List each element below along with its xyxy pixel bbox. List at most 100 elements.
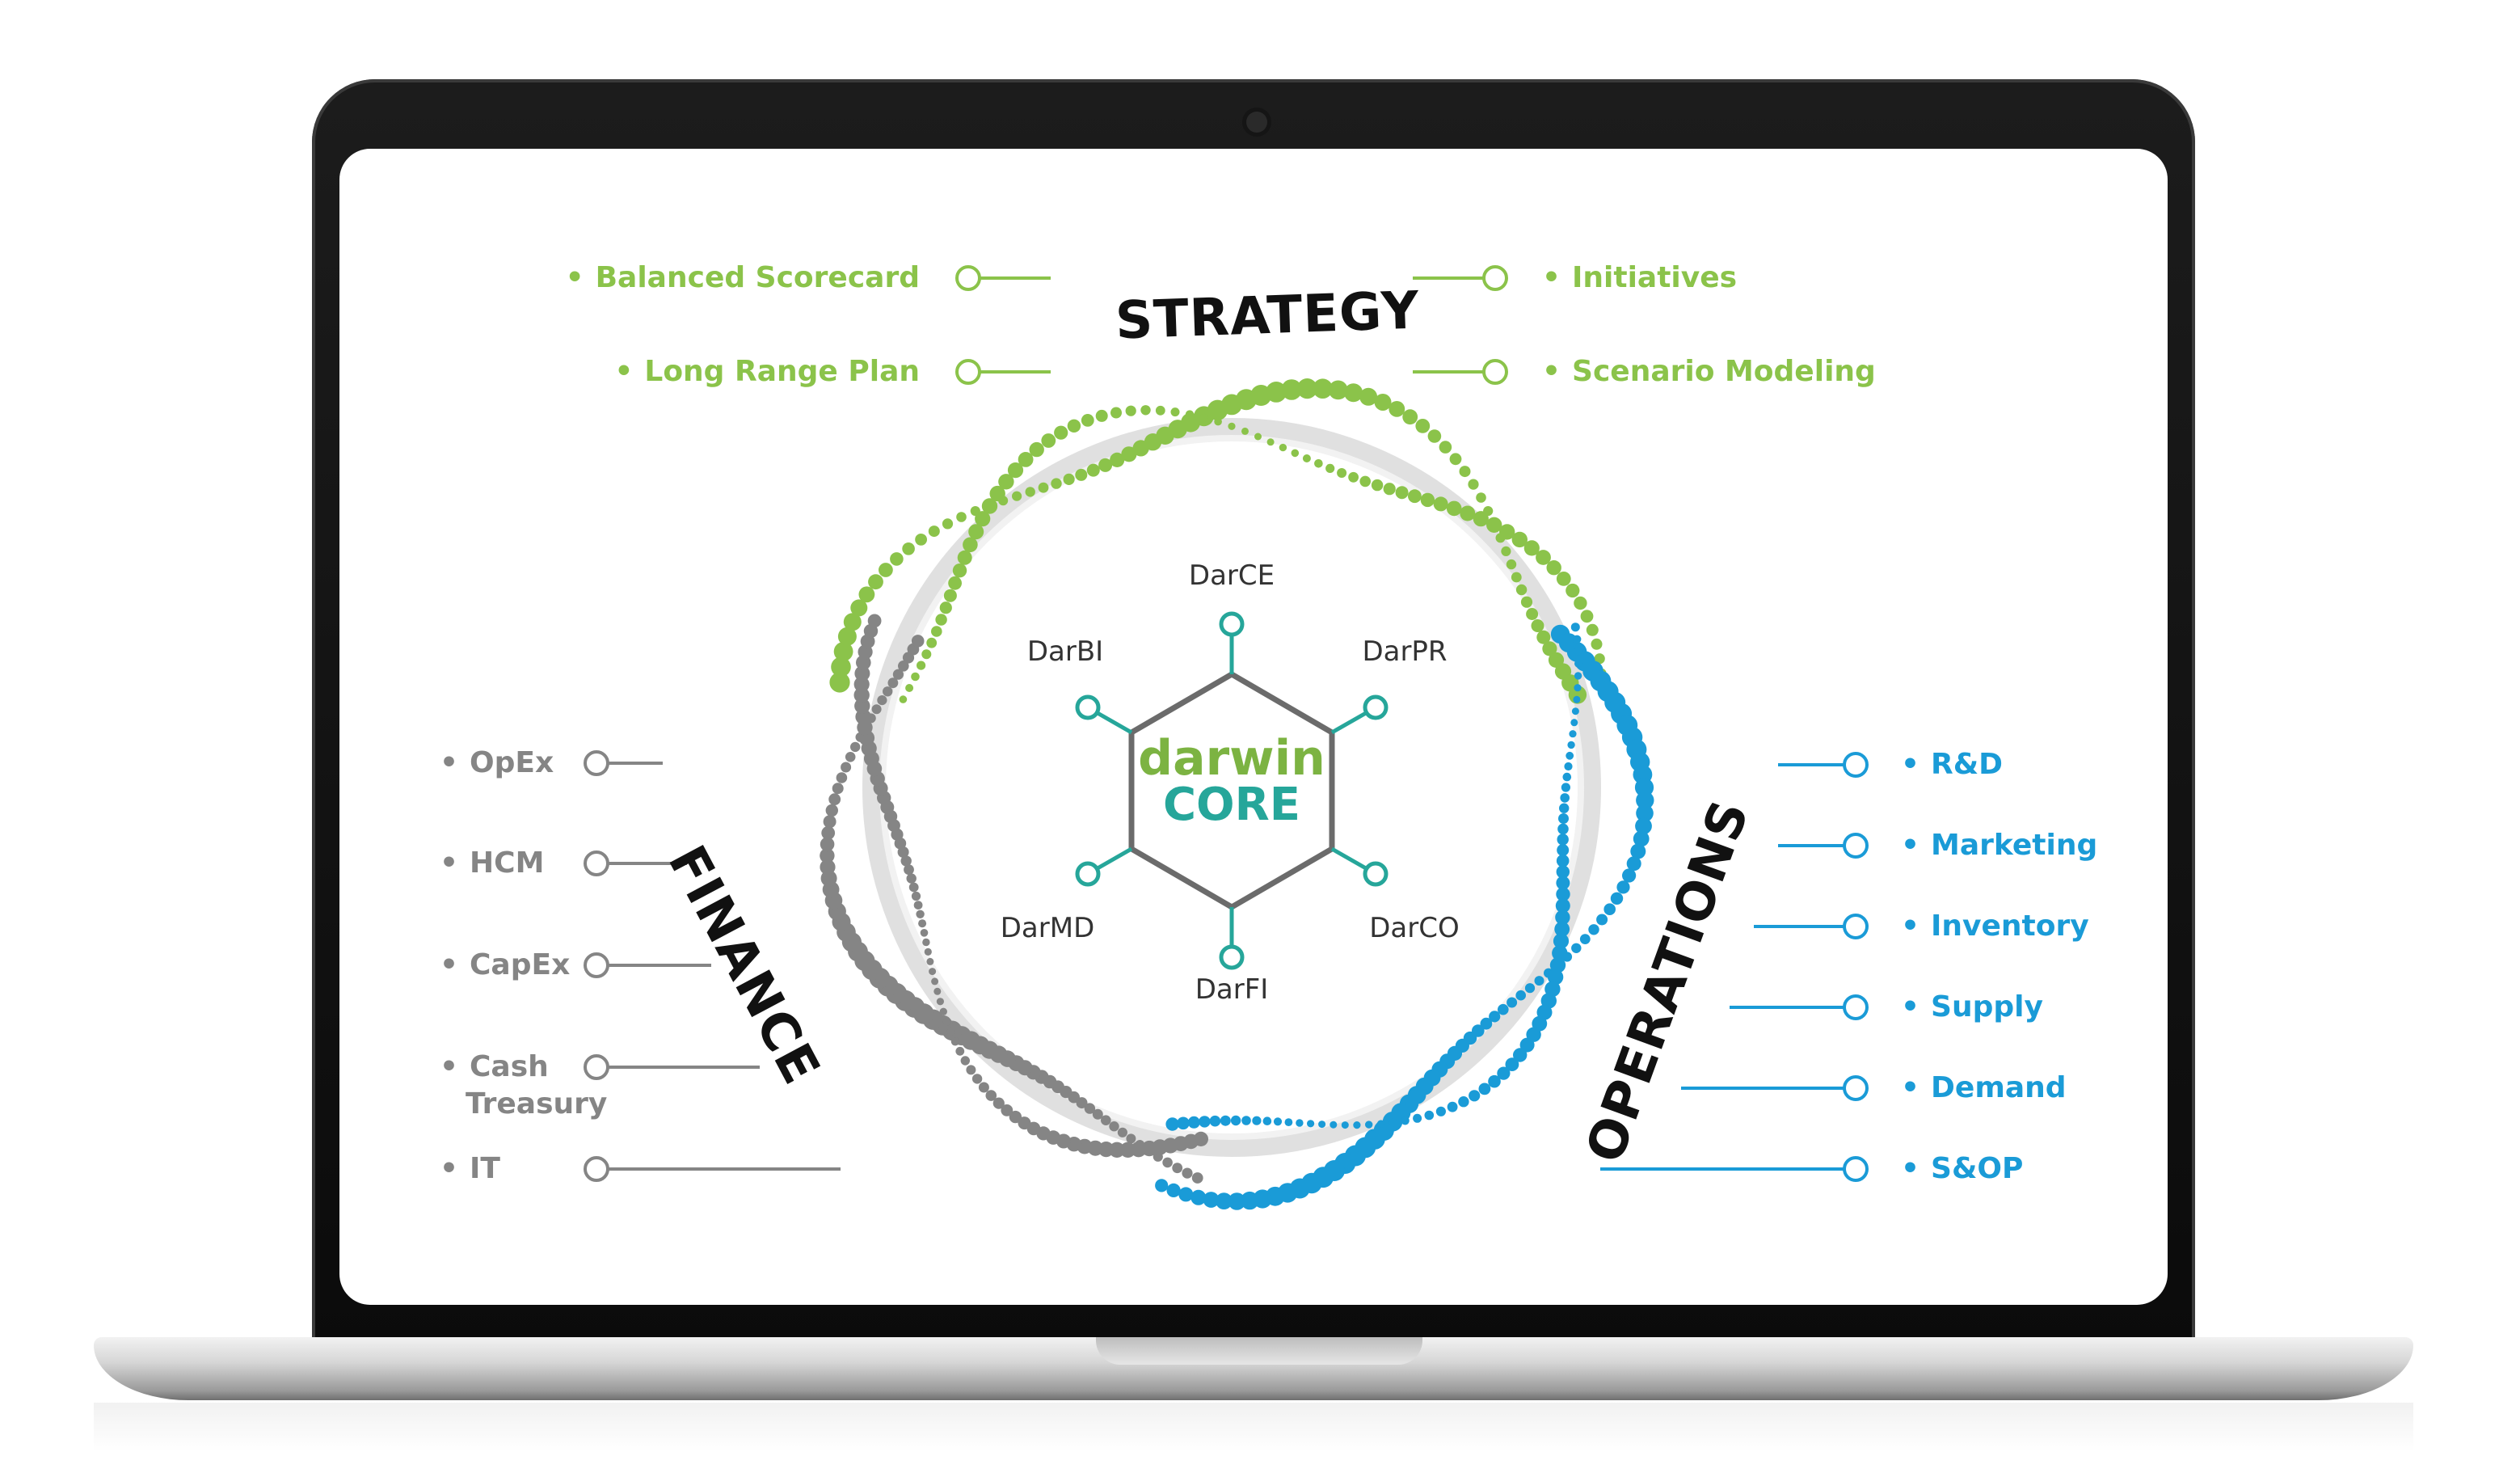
ring-dot bbox=[1501, 546, 1511, 556]
ring-dot bbox=[1478, 1083, 1491, 1095]
ring-dot bbox=[1574, 596, 1587, 610]
ring-dot bbox=[1534, 976, 1544, 986]
ring-dot bbox=[1574, 672, 1582, 680]
ring-dot bbox=[1009, 1110, 1022, 1124]
ring-dot bbox=[975, 511, 991, 527]
strategy-item-long-range-plan: •Long Range Plan bbox=[614, 355, 920, 388]
section-title-strategy: STRATEGY bbox=[1114, 281, 1421, 352]
ring-dot bbox=[841, 762, 852, 773]
ring-dot bbox=[1586, 623, 1599, 636]
ring-dot bbox=[1622, 868, 1637, 883]
ring-dot bbox=[1273, 1117, 1283, 1126]
ring-dot bbox=[1536, 550, 1551, 565]
ring-dot bbox=[1569, 730, 1577, 738]
ring-dot bbox=[946, 1028, 955, 1036]
ring-dot bbox=[1488, 1074, 1501, 1088]
ring-dot bbox=[1025, 487, 1035, 497]
ring-dot bbox=[1063, 473, 1075, 485]
ring-dot bbox=[1513, 1048, 1528, 1062]
operations-item-snop: •S&OP bbox=[1901, 1152, 2024, 1185]
ring-dot bbox=[1520, 596, 1533, 608]
ring-dot bbox=[1636, 791, 1654, 810]
ring-dot bbox=[1505, 1057, 1519, 1071]
ring-dot bbox=[850, 741, 861, 753]
ring-dot bbox=[1523, 540, 1540, 556]
ring-dot bbox=[956, 512, 967, 522]
ring-dot bbox=[1591, 638, 1603, 650]
ring-dot bbox=[1570, 623, 1580, 632]
ring-dot bbox=[1190, 1189, 1207, 1205]
strategy-item-scenario-modeling: •Scenario Modeling bbox=[1542, 355, 1876, 388]
ring-dot bbox=[883, 686, 893, 697]
ring-dot bbox=[917, 661, 926, 670]
operations-item-marketing: •Marketing bbox=[1901, 829, 2098, 862]
ring-dot bbox=[820, 848, 835, 863]
ring-dot bbox=[892, 669, 904, 680]
ring-dot bbox=[1556, 855, 1570, 867]
ring-dot bbox=[1536, 630, 1551, 644]
ring-dot bbox=[1029, 441, 1044, 458]
ring-dot bbox=[1424, 1110, 1435, 1121]
ring-dot bbox=[1341, 1121, 1349, 1129]
ring-dot bbox=[1460, 505, 1476, 521]
finance-connectors bbox=[584, 750, 841, 1182]
ring-dot bbox=[1476, 492, 1486, 503]
ring-dot bbox=[939, 1007, 947, 1016]
ring-dot bbox=[1459, 466, 1471, 478]
ring-dot bbox=[1187, 1116, 1200, 1129]
operations-dotted-ring bbox=[1155, 623, 1654, 1210]
ring-dot bbox=[836, 772, 848, 783]
ring-dot bbox=[948, 576, 962, 590]
ring-dot bbox=[1557, 844, 1570, 856]
ring-dot bbox=[1616, 880, 1630, 894]
ring-dot bbox=[1515, 990, 1526, 1001]
ring-dot bbox=[1318, 1121, 1326, 1129]
ring-dot bbox=[1574, 660, 1582, 668]
ring-dot bbox=[1126, 1133, 1136, 1144]
ring-dot bbox=[985, 1090, 997, 1101]
ring-dot bbox=[825, 804, 838, 817]
ring-dot bbox=[1075, 468, 1088, 481]
operations-item-supply: •Supply bbox=[1901, 990, 2043, 1024]
ring-dot bbox=[1552, 945, 1568, 961]
ring-dot bbox=[843, 613, 862, 631]
ring-dot bbox=[942, 518, 954, 530]
ring-dot bbox=[1556, 876, 1570, 890]
ring-dot bbox=[1313, 378, 1333, 399]
ring-dot bbox=[828, 793, 841, 806]
ring-dot bbox=[1473, 511, 1489, 527]
ring-dot bbox=[1101, 1115, 1111, 1125]
ring-dot bbox=[952, 563, 967, 578]
ring-dot bbox=[1279, 443, 1287, 452]
ring-dot bbox=[942, 1017, 951, 1026]
ring-dot bbox=[1086, 463, 1100, 477]
module-darco: DarCO bbox=[1369, 912, 1460, 944]
ring-dot bbox=[921, 649, 932, 660]
ring-dot bbox=[957, 550, 972, 565]
ring-dot bbox=[1371, 479, 1384, 492]
ring-dot bbox=[1018, 452, 1034, 467]
ring-dot bbox=[1447, 1101, 1458, 1112]
ring-dot bbox=[1486, 517, 1502, 533]
ring-dot bbox=[1307, 1120, 1315, 1128]
ring-dot bbox=[939, 601, 952, 614]
ring-dot bbox=[1579, 934, 1591, 944]
finance-dotted-ring bbox=[820, 614, 1208, 1184]
ring-dot bbox=[821, 825, 836, 840]
ring-dot bbox=[963, 537, 978, 553]
ring-dot bbox=[1117, 1127, 1127, 1137]
ring-dot bbox=[1353, 1121, 1361, 1129]
ring-dot bbox=[1573, 635, 1582, 644]
ring-dot bbox=[1110, 452, 1125, 467]
ring-dot bbox=[900, 855, 912, 867]
ring-dot bbox=[853, 687, 870, 703]
ring-dot bbox=[1266, 382, 1287, 403]
ring-dot bbox=[1556, 865, 1570, 879]
ring-dot bbox=[1458, 1096, 1469, 1108]
strategy-connectors bbox=[955, 265, 1508, 385]
ring-dot bbox=[911, 891, 921, 901]
ring-dot bbox=[897, 846, 909, 858]
ring-dot bbox=[989, 485, 1005, 502]
ring-dot bbox=[1092, 1108, 1103, 1120]
ring-dot bbox=[913, 901, 923, 910]
